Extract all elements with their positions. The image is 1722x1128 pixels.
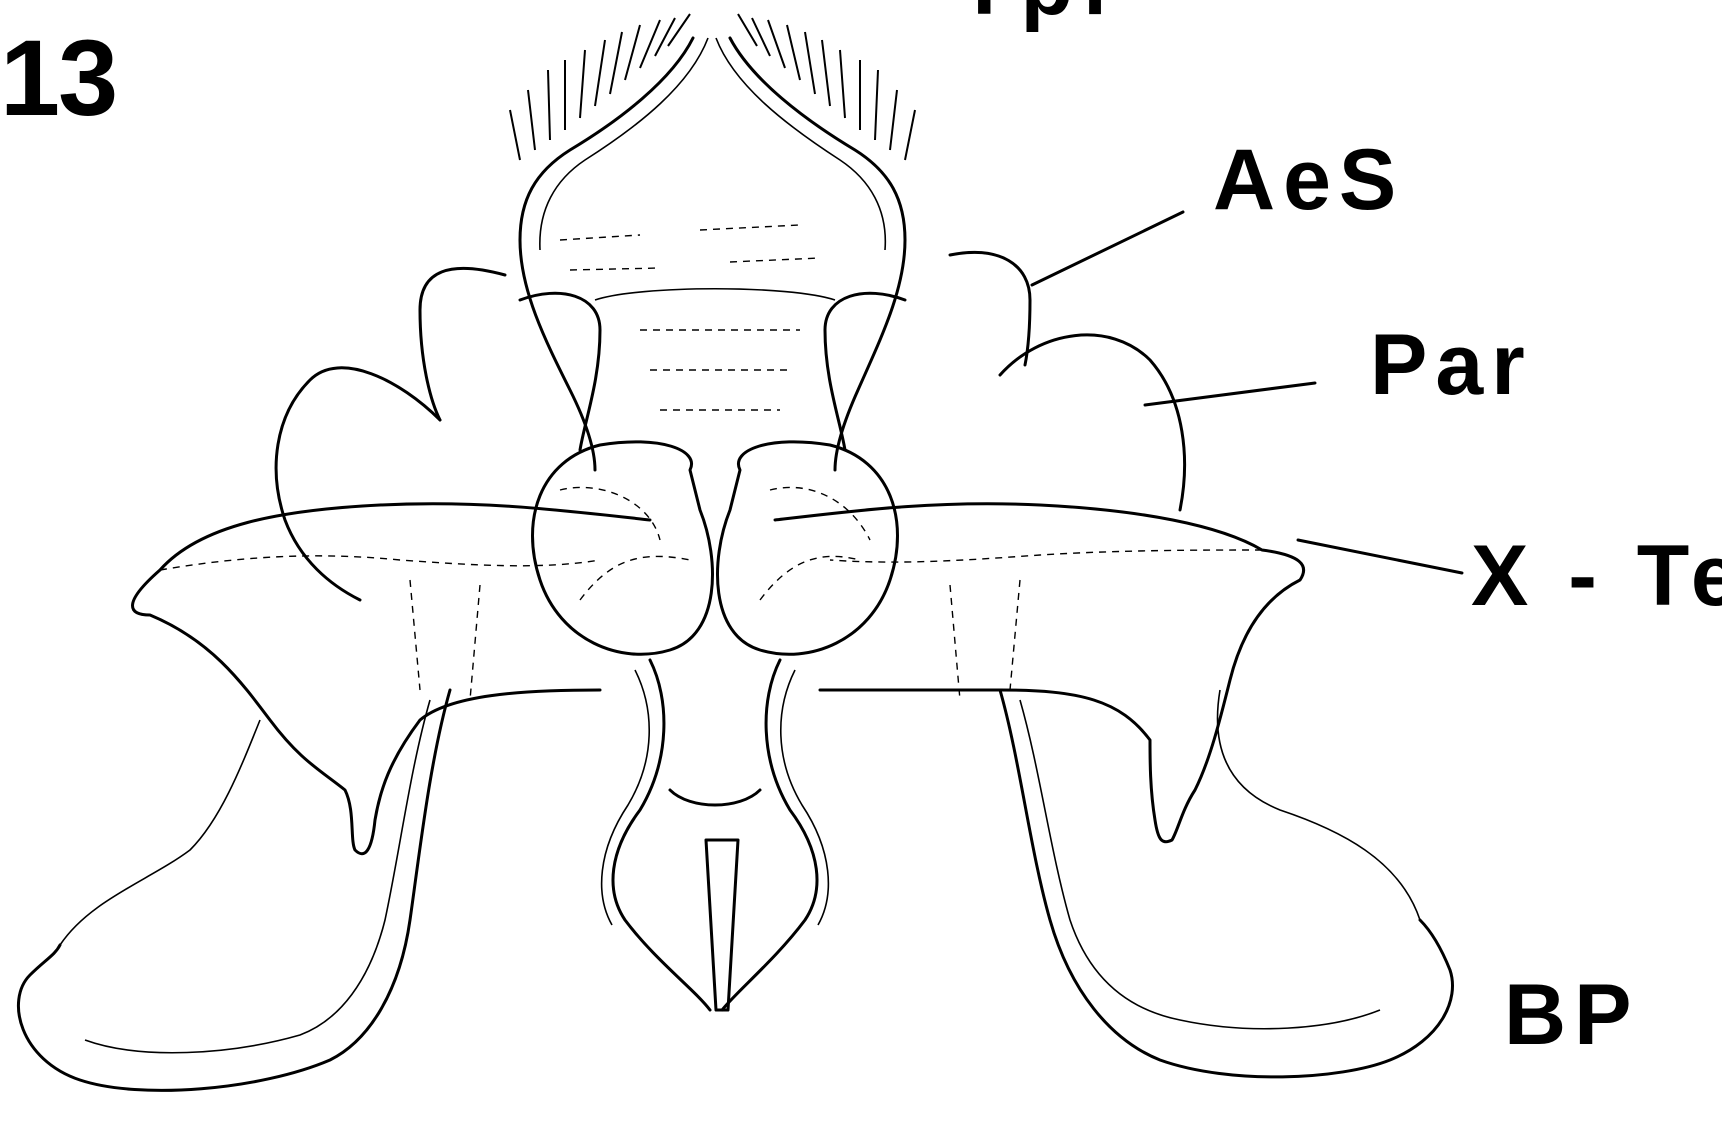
central-bulbs xyxy=(533,442,898,654)
label-xte: X - Te xyxy=(1471,533,1722,619)
inner-processes xyxy=(602,660,829,1010)
label-aes: AeS xyxy=(1213,137,1404,223)
leader-line-xte xyxy=(1298,540,1462,573)
label-tpl: Tpl xyxy=(958,0,1117,28)
label-bp: BP xyxy=(1504,972,1639,1058)
figure-number: 13 xyxy=(0,24,116,132)
central-spine xyxy=(706,840,738,1010)
tegumen-process-right xyxy=(716,14,915,470)
aedeagal-sclerites xyxy=(420,252,1030,450)
leader-line-aes xyxy=(1032,212,1183,285)
label-par: Par xyxy=(1370,322,1533,408)
tegumen-process-left xyxy=(510,14,708,470)
